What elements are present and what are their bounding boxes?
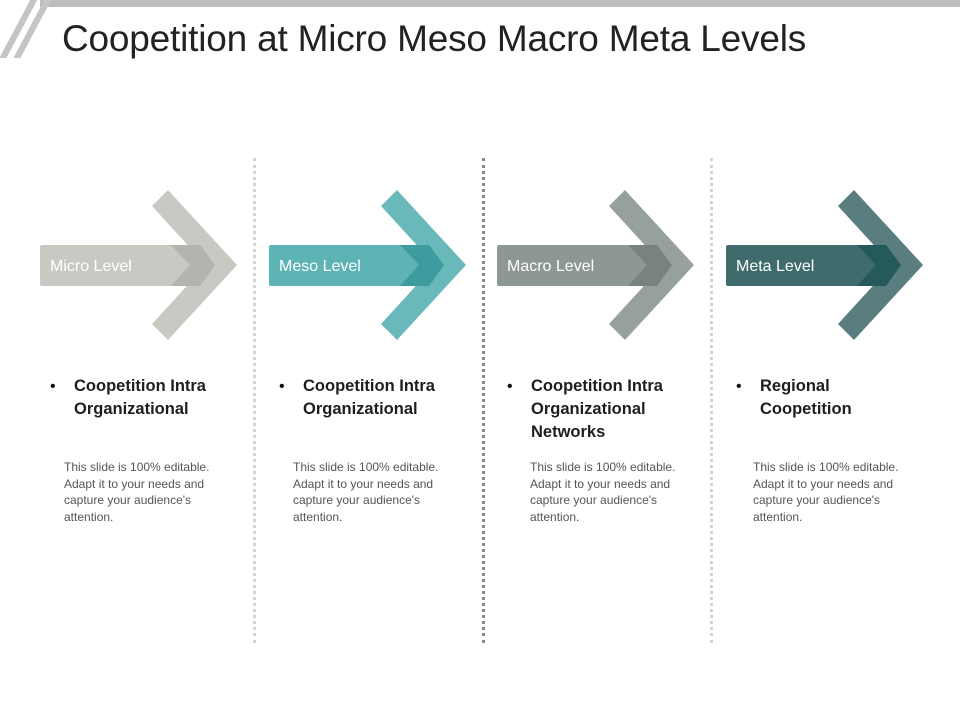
bullet-icon: •	[736, 378, 742, 395]
bullet-text: Coopetition Intra Organizational Network…	[531, 377, 663, 441]
bullet-icon: •	[507, 378, 513, 395]
column-separator	[253, 158, 256, 643]
arrow-graphic	[726, 190, 923, 340]
bullet-point: • Coopetition Intra Organizational Netwo…	[507, 375, 697, 444]
bullet-icon: •	[279, 378, 285, 395]
bullet-point: • Coopetition Intra Organizational	[279, 375, 469, 421]
arrow-graphic	[269, 190, 466, 340]
arrow-bar	[497, 245, 672, 286]
column-separator	[710, 158, 713, 643]
level-column-macro: Macro Level • Coopetition Intra Organiza…	[497, 0, 697, 720]
arrow-graphic	[497, 190, 694, 340]
level-column-meta: Meta Level • Regional Coopetition This s…	[726, 0, 926, 720]
bullet-text: Coopetition Intra Organizational	[74, 377, 206, 418]
arrow-bar	[726, 245, 901, 286]
arrow-graphic	[40, 190, 237, 340]
level-label: Meta Level	[736, 258, 815, 275]
arrow-bar	[40, 245, 215, 286]
description-text: This slide is 100% editable. Adapt it to…	[64, 460, 210, 524]
arrow-chevron	[609, 190, 694, 340]
bullet-icon: •	[50, 378, 56, 395]
description-text: This slide is 100% editable. Adapt it to…	[530, 460, 676, 524]
level-label: Meso Level	[279, 258, 361, 275]
arrow-bar	[269, 245, 444, 286]
description-text: This slide is 100% editable. Adapt it to…	[293, 460, 439, 524]
arrow-chevron	[152, 190, 237, 340]
header-bar	[40, 0, 960, 7]
bullet-text: Coopetition Intra Organizational	[303, 377, 435, 418]
bullet-text: Regional Coopetition	[760, 377, 852, 418]
arrow-chevron	[381, 190, 466, 340]
arrow-chevron	[838, 190, 923, 340]
level-label: Macro Level	[507, 258, 595, 275]
column-separator	[482, 158, 485, 643]
arrow-overlap	[171, 245, 215, 286]
slide-title: Coopetition at Micro Meso Macro Meta Lev…	[62, 18, 807, 59]
level-label: Micro Level	[50, 258, 132, 275]
arrow-overlap	[628, 245, 672, 286]
bullet-point: • Regional Coopetition	[736, 375, 926, 421]
arrow-overlap	[400, 245, 444, 286]
level-column-micro: Micro Level • Coopetition Intra Organiza…	[40, 0, 240, 720]
description-text: This slide is 100% editable. Adapt it to…	[753, 460, 899, 524]
bullet-point: • Coopetition Intra Organizational	[50, 375, 240, 421]
level-column-meso: Meso Level • Coopetition Intra Organizat…	[269, 0, 469, 720]
arrow-overlap	[857, 245, 901, 286]
